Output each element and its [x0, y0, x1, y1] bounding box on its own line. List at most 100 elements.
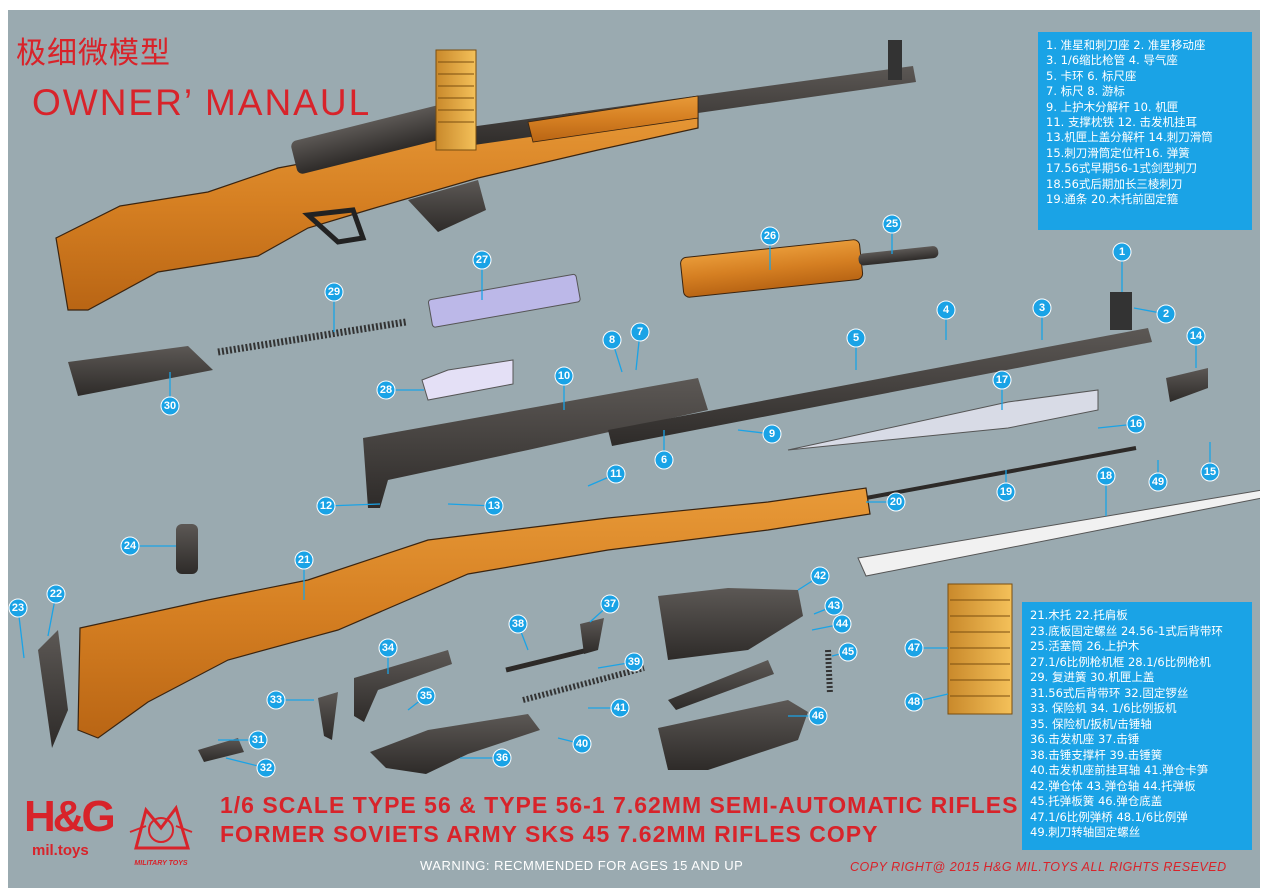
callout-35: 35	[407, 686, 436, 711]
callout-number: 34	[382, 642, 395, 654]
part-gas-piston	[858, 246, 939, 266]
callout-circle	[554, 366, 574, 386]
part-stripper-clip	[947, 583, 1013, 715]
callout-44: 44	[811, 614, 852, 634]
callout-10: 10	[554, 366, 574, 410]
assembled-rifle	[55, 40, 916, 311]
part-recoil-spring	[217, 318, 407, 356]
callout-number: 30	[164, 400, 176, 412]
callout-circle	[602, 330, 622, 350]
part-magazine-spring	[825, 649, 833, 695]
callout-number: 18	[1100, 470, 1112, 482]
legend-line: 17.56式早期56-1式剑型刺刀	[1046, 161, 1198, 176]
footer-title-line1: 1/6 SCALE TYPE 56 & TYPE 56-1 7.62MM SEM…	[220, 792, 1019, 818]
callout-23: 23	[8, 598, 28, 659]
part-handguard	[680, 239, 864, 298]
legend-line: 45.托弹板簧 46.弹仓底盖	[1030, 794, 1163, 808]
callout-3: 3	[1032, 298, 1052, 340]
callout-1: 1	[1112, 242, 1132, 292]
callout-11: 11	[587, 464, 626, 487]
callout-number: 10	[558, 370, 570, 382]
legend-line: 1. 准星和刺刀座 2. 准星移动座	[1046, 38, 1206, 52]
callout-17: 17	[992, 370, 1012, 410]
callout-number: 42	[814, 570, 826, 582]
callout-number: 2	[1163, 308, 1169, 320]
callout-circle	[572, 734, 592, 754]
part-bolt	[421, 359, 514, 401]
callout-21: 21	[294, 550, 314, 600]
legend-line: 40.击发机座前挂耳轴 41.弹仓卡笋	[1030, 763, 1209, 777]
callout-circle	[760, 226, 780, 246]
legend-line: 7. 标尺 8. 游标	[1046, 84, 1125, 99]
parts-legend-bottom: 21.木托 22.托肩板 23.底板固定螺丝 24.56-1式后背带环 25.活…	[1022, 602, 1252, 850]
callout-number: 27	[476, 254, 488, 266]
callout-number: 11	[610, 468, 622, 480]
callout-circle	[266, 690, 286, 710]
callout-circle	[992, 370, 1012, 390]
callout-circle	[1112, 242, 1132, 262]
callout-number: 17	[996, 374, 1008, 386]
callout-number: 20	[890, 496, 902, 508]
callout-33: 33	[266, 690, 314, 710]
callout-number: 33	[270, 694, 282, 706]
callout-circle	[824, 596, 844, 616]
callout-18: 18	[1096, 466, 1116, 516]
callout-6: 6	[654, 430, 674, 470]
callout-number: 24	[124, 540, 137, 552]
callout-number: 5	[853, 332, 859, 344]
part-stock	[77, 487, 871, 739]
callout-circle	[248, 730, 268, 750]
callout-circle	[624, 652, 644, 672]
legend-line: 36.击发机座 37.击锤	[1030, 732, 1140, 746]
callout-40: 40	[557, 734, 592, 754]
legend-line: 3. 1/6缩比枪管 4. 导气座	[1046, 53, 1178, 68]
legend-line: 13.机匣上盖分解杆 14.刺刀滑筒	[1046, 130, 1213, 145]
callout-29: 29	[324, 282, 344, 332]
callout-circle	[1032, 298, 1052, 318]
callout-circle	[160, 396, 180, 416]
part-butt-plate	[38, 630, 68, 748]
part-bolt-carrier	[427, 273, 581, 328]
part-receiver	[363, 378, 708, 508]
military-toys-logo: MILITARY TOYS	[126, 798, 196, 872]
callout-circle	[484, 496, 504, 516]
callout-circle	[1200, 462, 1220, 482]
callout-31: 31	[218, 730, 268, 750]
callout-22: 22	[46, 584, 66, 637]
brand-military-toys: MILITARY TOYS	[134, 860, 188, 867]
callout-circle	[846, 328, 866, 348]
callout-16: 16	[1097, 414, 1146, 434]
age-warning: WARNING: RECMMENDED FOR AGES 15 AND UP	[420, 858, 744, 873]
legend-line: 9. 上护木分解杆 10. 机匣	[1046, 99, 1179, 114]
callout-12: 12	[316, 496, 381, 516]
callout-36: 36	[460, 748, 512, 768]
callout-circle	[882, 214, 902, 234]
callout-circle	[416, 686, 436, 706]
legend-line: 19.通条 20.木托前固定箍	[1046, 192, 1179, 207]
callout-20: 20	[866, 492, 906, 512]
legend-line: 38.击锤支撑杆 39.击锤簧	[1030, 747, 1163, 762]
legend-line: 31.56式后背带环 32.固定锣丝	[1030, 685, 1189, 700]
callout-circle	[46, 584, 66, 604]
callout-13: 13	[447, 496, 504, 516]
part-hammer-strut	[505, 647, 589, 673]
callout-number: 31	[252, 734, 264, 746]
callout-19: 19	[996, 470, 1016, 502]
legend-line: 15.刺刀滑筒定位杆16. 弹簧	[1046, 145, 1190, 160]
legend-line: 23.底板固定螺丝 24.56-1式后背带环	[1030, 623, 1223, 638]
callout-number: 23	[12, 602, 24, 614]
callout-number: 25	[886, 218, 898, 230]
legend-line: 11. 支撑枕铁 12. 击发机挂耳	[1046, 115, 1198, 130]
callout-number: 26	[764, 230, 776, 242]
footer-title-line2: FORMER SOVIETS ARMY SKS 45 7.62MM RIFLES…	[220, 821, 879, 847]
part-sling-loop	[176, 524, 198, 574]
legend-line: 49.刺刀转轴固定螺丝	[1030, 825, 1141, 839]
callout-circle	[996, 482, 1016, 502]
callout-circle	[8, 598, 28, 618]
callout-28: 28	[376, 380, 424, 400]
callout-number: 12	[320, 500, 332, 512]
parts-legend-top: 1. 准星和刺刀座 2. 准星移动座 3. 1/6缩比枪管 4. 导气座 5. …	[1038, 32, 1252, 230]
callout-number: 46	[812, 710, 824, 722]
callout-circle	[808, 706, 828, 726]
